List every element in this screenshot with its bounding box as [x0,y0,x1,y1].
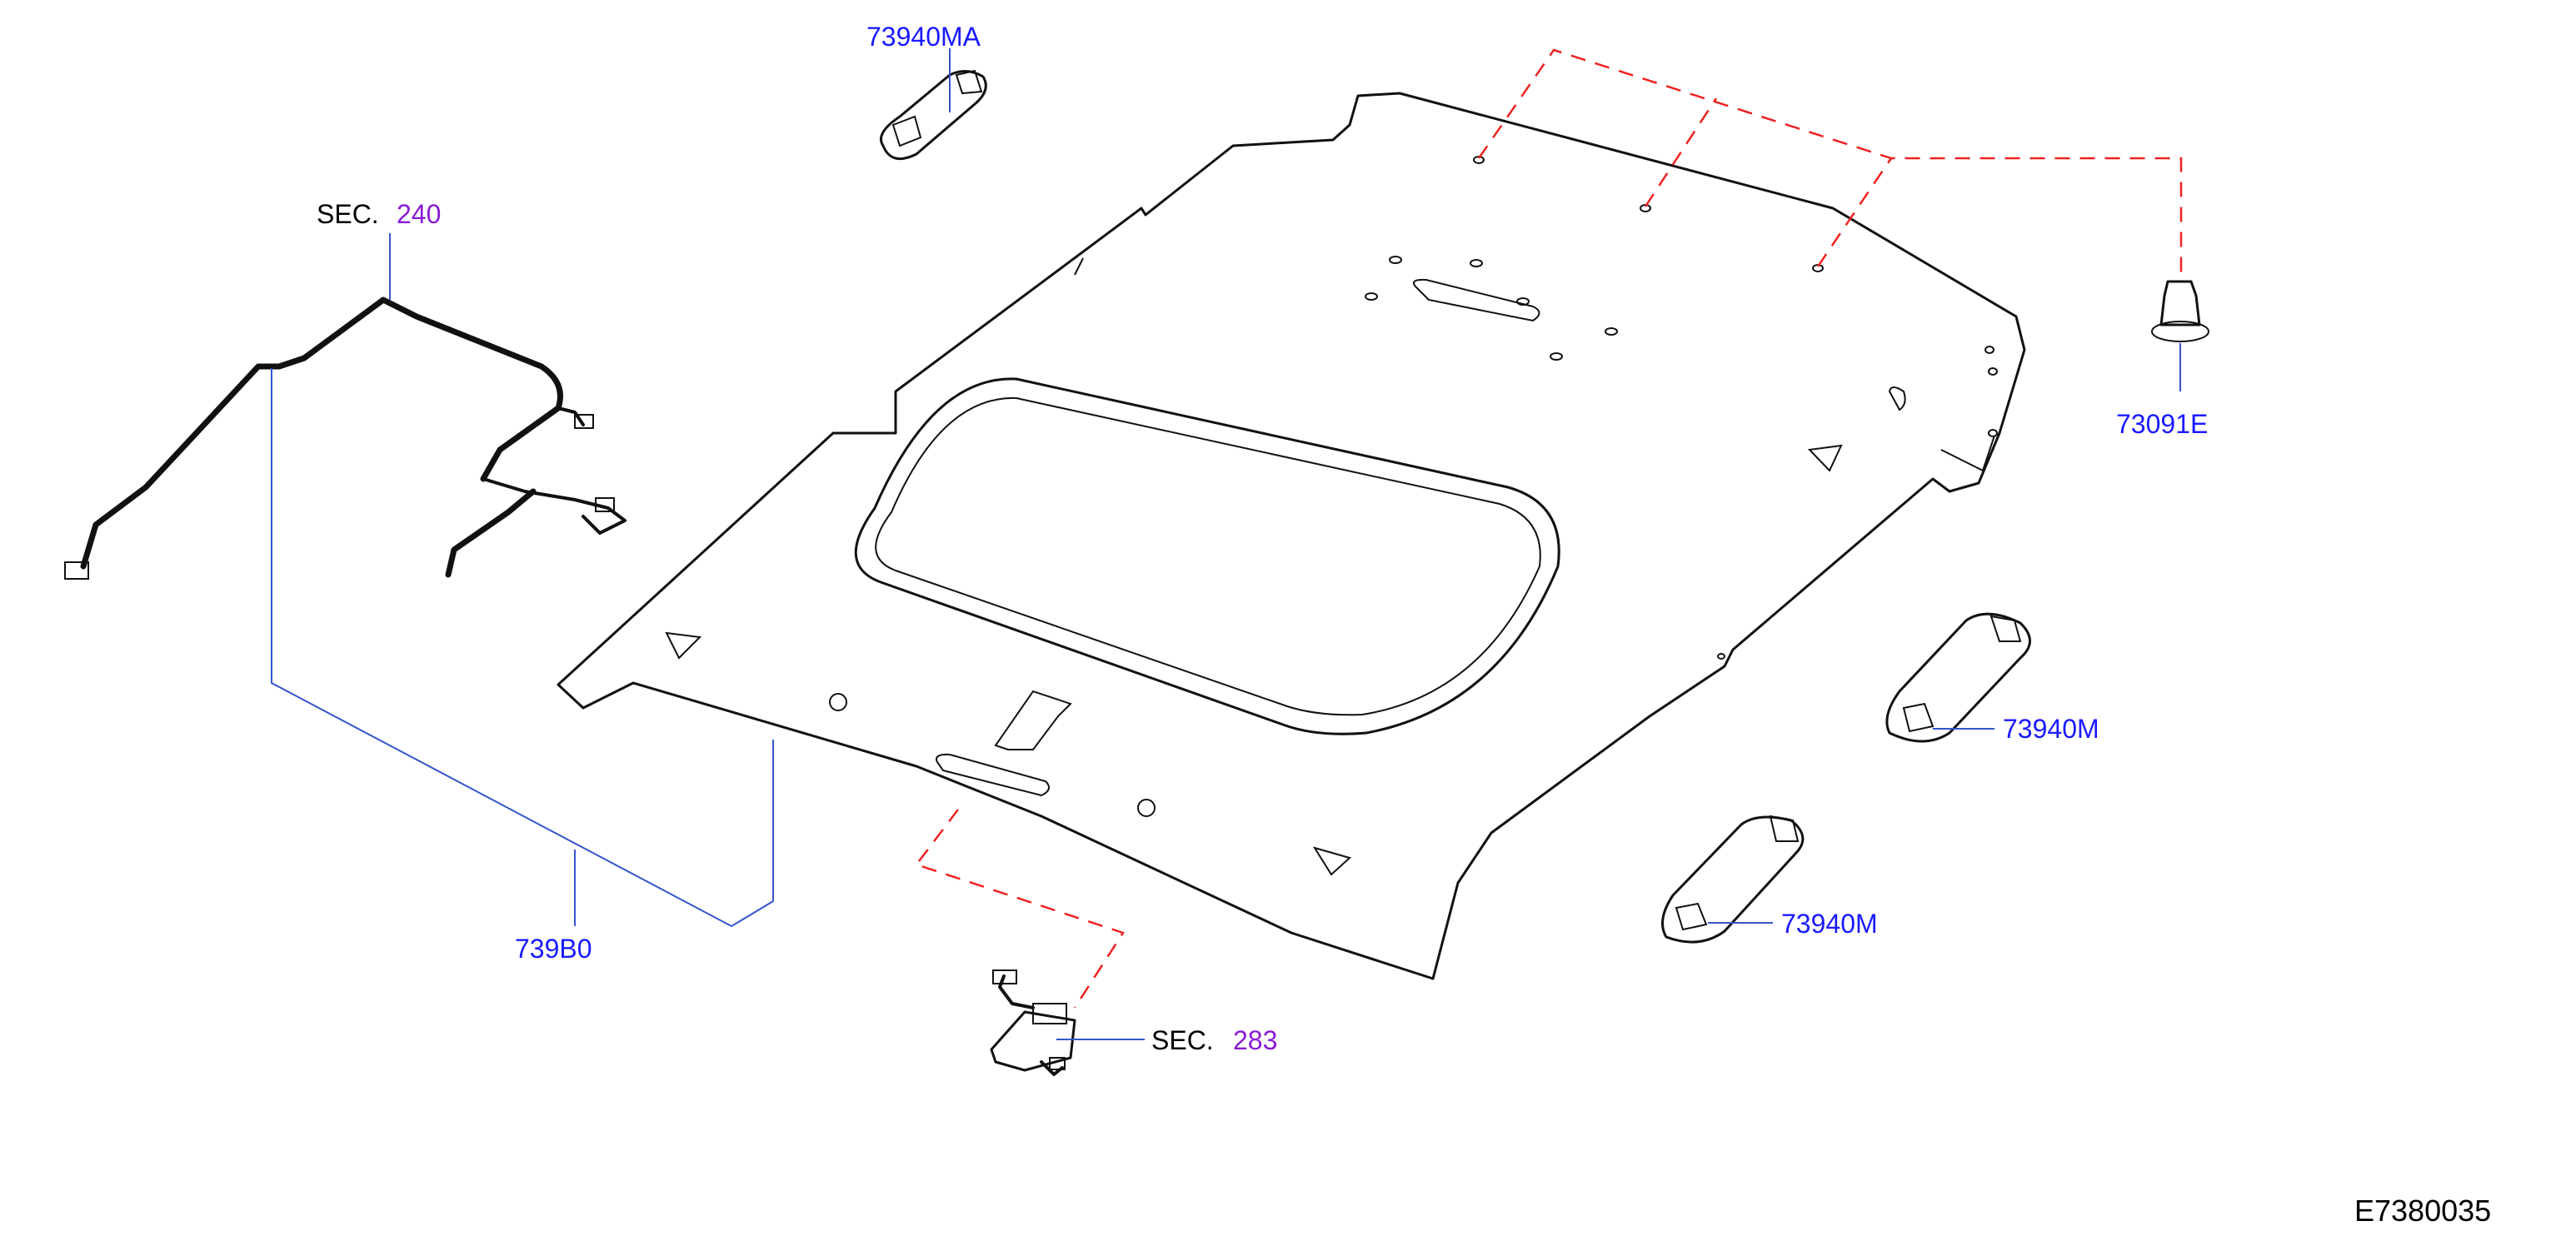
map-lamp-mount [994,690,1072,750]
part-number-739B0: 739B0 [515,934,592,964]
assist-grip-73940M-upper [1885,612,2031,743]
drawing-reference-number: E7380035 [2354,1194,2491,1228]
section-283-number: 283 [1233,1025,1277,1055]
map-lamp-assembly [990,969,1076,1076]
section-240-prefix: SEC. [317,199,379,229]
part-number-73940M-upper: 73940M [2003,714,2099,744]
clip-locator-lines [914,48,2183,1009]
assist-grip-73940MA [880,69,987,161]
headlining-panel [557,92,2026,980]
section-240-number: 240 [397,199,441,229]
part-number-73940M-lower: 73940M [1781,909,1878,939]
roof-slot-front [1413,278,1540,322]
leader-739B0 [271,368,774,928]
roof-slot-rear [936,753,1050,797]
clip-73091E [2151,280,2209,342]
part-number-73091E: 73091E [2116,409,2208,439]
sunroof-opening-inner [875,396,1541,716]
roof-wiring-harness [64,297,627,580]
section-283-prefix: SEC. [1151,1025,1214,1055]
assist-grip-73940M-lower [1661,815,1805,944]
sunroof-opening-outer [854,377,1560,735]
part-number-73940MA: 73940MA [866,22,981,52]
